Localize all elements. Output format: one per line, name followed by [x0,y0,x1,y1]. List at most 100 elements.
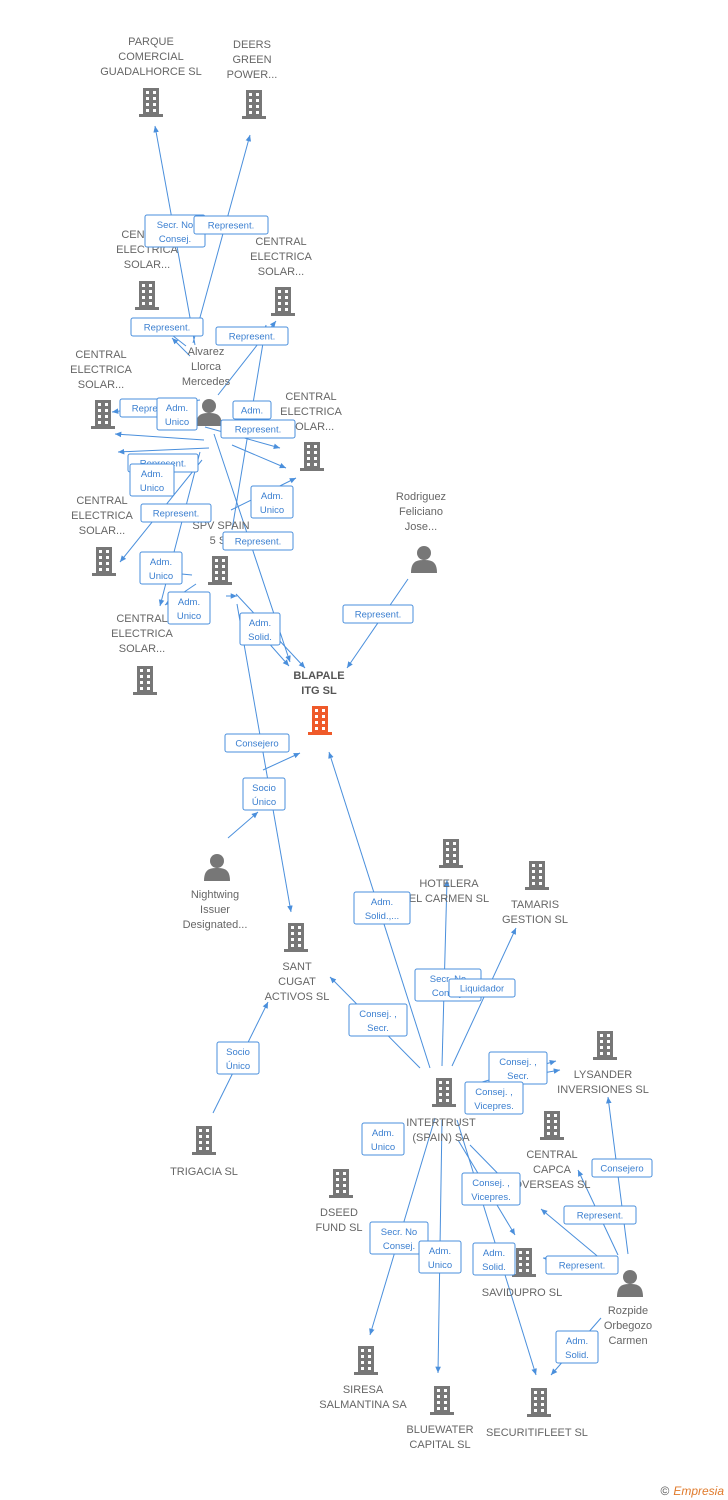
building-icon [430,1386,454,1415]
node-label-line: CAPCA [533,1164,572,1176]
relation-label[interactable]: Adm.Unico [361,1122,405,1156]
relation-label-box [563,1205,637,1225]
footer-brand[interactable]: ©Empresia [660,1484,724,1498]
relation-label[interactable]: Consej. ,Secr. [488,1051,548,1085]
relation-label-text: Unico [177,611,201,622]
relation-label-box [232,400,272,420]
company-node-trigacia[interactable]: TRIGACIA SL [170,1126,238,1178]
relation-label[interactable]: Represent. [130,317,204,337]
relation-label-text: Represent. [132,404,178,415]
node-label-line: CUGAT [278,976,316,988]
relation-label[interactable]: Represent. [563,1205,637,1225]
relation-label[interactable]: Adm.Unico [418,1240,462,1274]
relation-label-box [555,1330,599,1364]
node-label-line: SOLAR... [78,379,124,391]
relation-label[interactable]: Adm.Solid. [472,1242,516,1276]
relation-label[interactable]: Consej. ,Vicepres. [461,1172,521,1206]
relation-label-text: Adm. [429,1246,451,1257]
relation-label[interactable]: Adm. [232,400,272,420]
relation-label[interactable]: Represent. [545,1255,619,1275]
relation-label[interactable]: Represent. [220,419,296,439]
node-label-line: POWER... [227,69,278,81]
node-label-line: SPV SPAIN [192,520,249,532]
relation-edge [171,337,191,357]
node-label: TRIGACIA SL [170,1166,238,1178]
relation-label[interactable]: Adm.Unico [250,485,294,519]
relation-label[interactable]: Represent. [222,531,294,551]
relation-label[interactable]: Represent. [193,215,269,235]
relation-label[interactable]: Consej. ,Secr. [348,1003,408,1037]
relation-label-text: Secr. No [430,974,466,985]
relation-label[interactable]: Liquidador [448,978,516,998]
relation-label[interactable]: Adm.Solid. [555,1330,599,1364]
relation-label[interactable]: Adm.Unico [156,397,198,431]
relation-label-text: Consej. , [475,1087,513,1098]
relation-label-box [193,215,269,235]
relation-label[interactable]: Adm.Unico [139,551,183,585]
relation-label[interactable]: Represent. [140,503,212,523]
company-node-securitifleet[interactable]: SECURITIFLEET SL [486,1388,588,1439]
company-node-intertrust[interactable]: INTERTRUST(SPAIN) SA [406,1078,476,1144]
relation-label[interactable]: Consejero [224,733,290,753]
company-node-savidupro[interactable]: SAVIDUPRO SL [482,1248,563,1299]
relation-label[interactable]: Consejero [591,1158,653,1178]
relation-label[interactable]: Adm.Unico [129,463,175,497]
building-icon [242,90,266,119]
building-icon [92,547,116,576]
relation-edge [117,447,210,455]
building-icon [527,1388,551,1417]
building-icon [512,1248,536,1277]
node-label-line: CENTRAL [526,1149,577,1161]
relation-label[interactable]: Represent. [215,326,289,346]
relation-label-text: Represent. [577,1211,623,1222]
relation-label[interactable]: Adm.Solid. [239,612,281,646]
relation-label[interactable]: Consej. ,Vicepres. [464,1081,524,1115]
relation-label[interactable]: Adm.Solid.,... [353,891,411,925]
relation-label[interactable]: Represent. [342,604,414,624]
relation-label-text: Solid.,... [365,911,399,922]
building-icon [354,1346,378,1375]
building-icon [540,1111,564,1140]
person-icon [411,546,437,573]
relation-label[interactable]: Adm.Unico [167,591,211,625]
node-label: SECURITIFLEET SL [486,1427,588,1439]
relation-label-box [369,1221,429,1255]
node-label-line: BLAPALE [293,670,344,682]
node-label: SAVIDUPRO SL [482,1287,563,1299]
relation-label-text: Solid. [248,632,272,643]
relation-label-text: Vicepres. [471,1192,510,1203]
relation-label-box [156,397,198,431]
relation-label-box [216,1041,260,1075]
node-label-line: ELECTRICA [111,628,173,640]
node-label-line: CENTRAL [255,236,306,248]
node-label-line: Orbegozo [604,1320,652,1332]
